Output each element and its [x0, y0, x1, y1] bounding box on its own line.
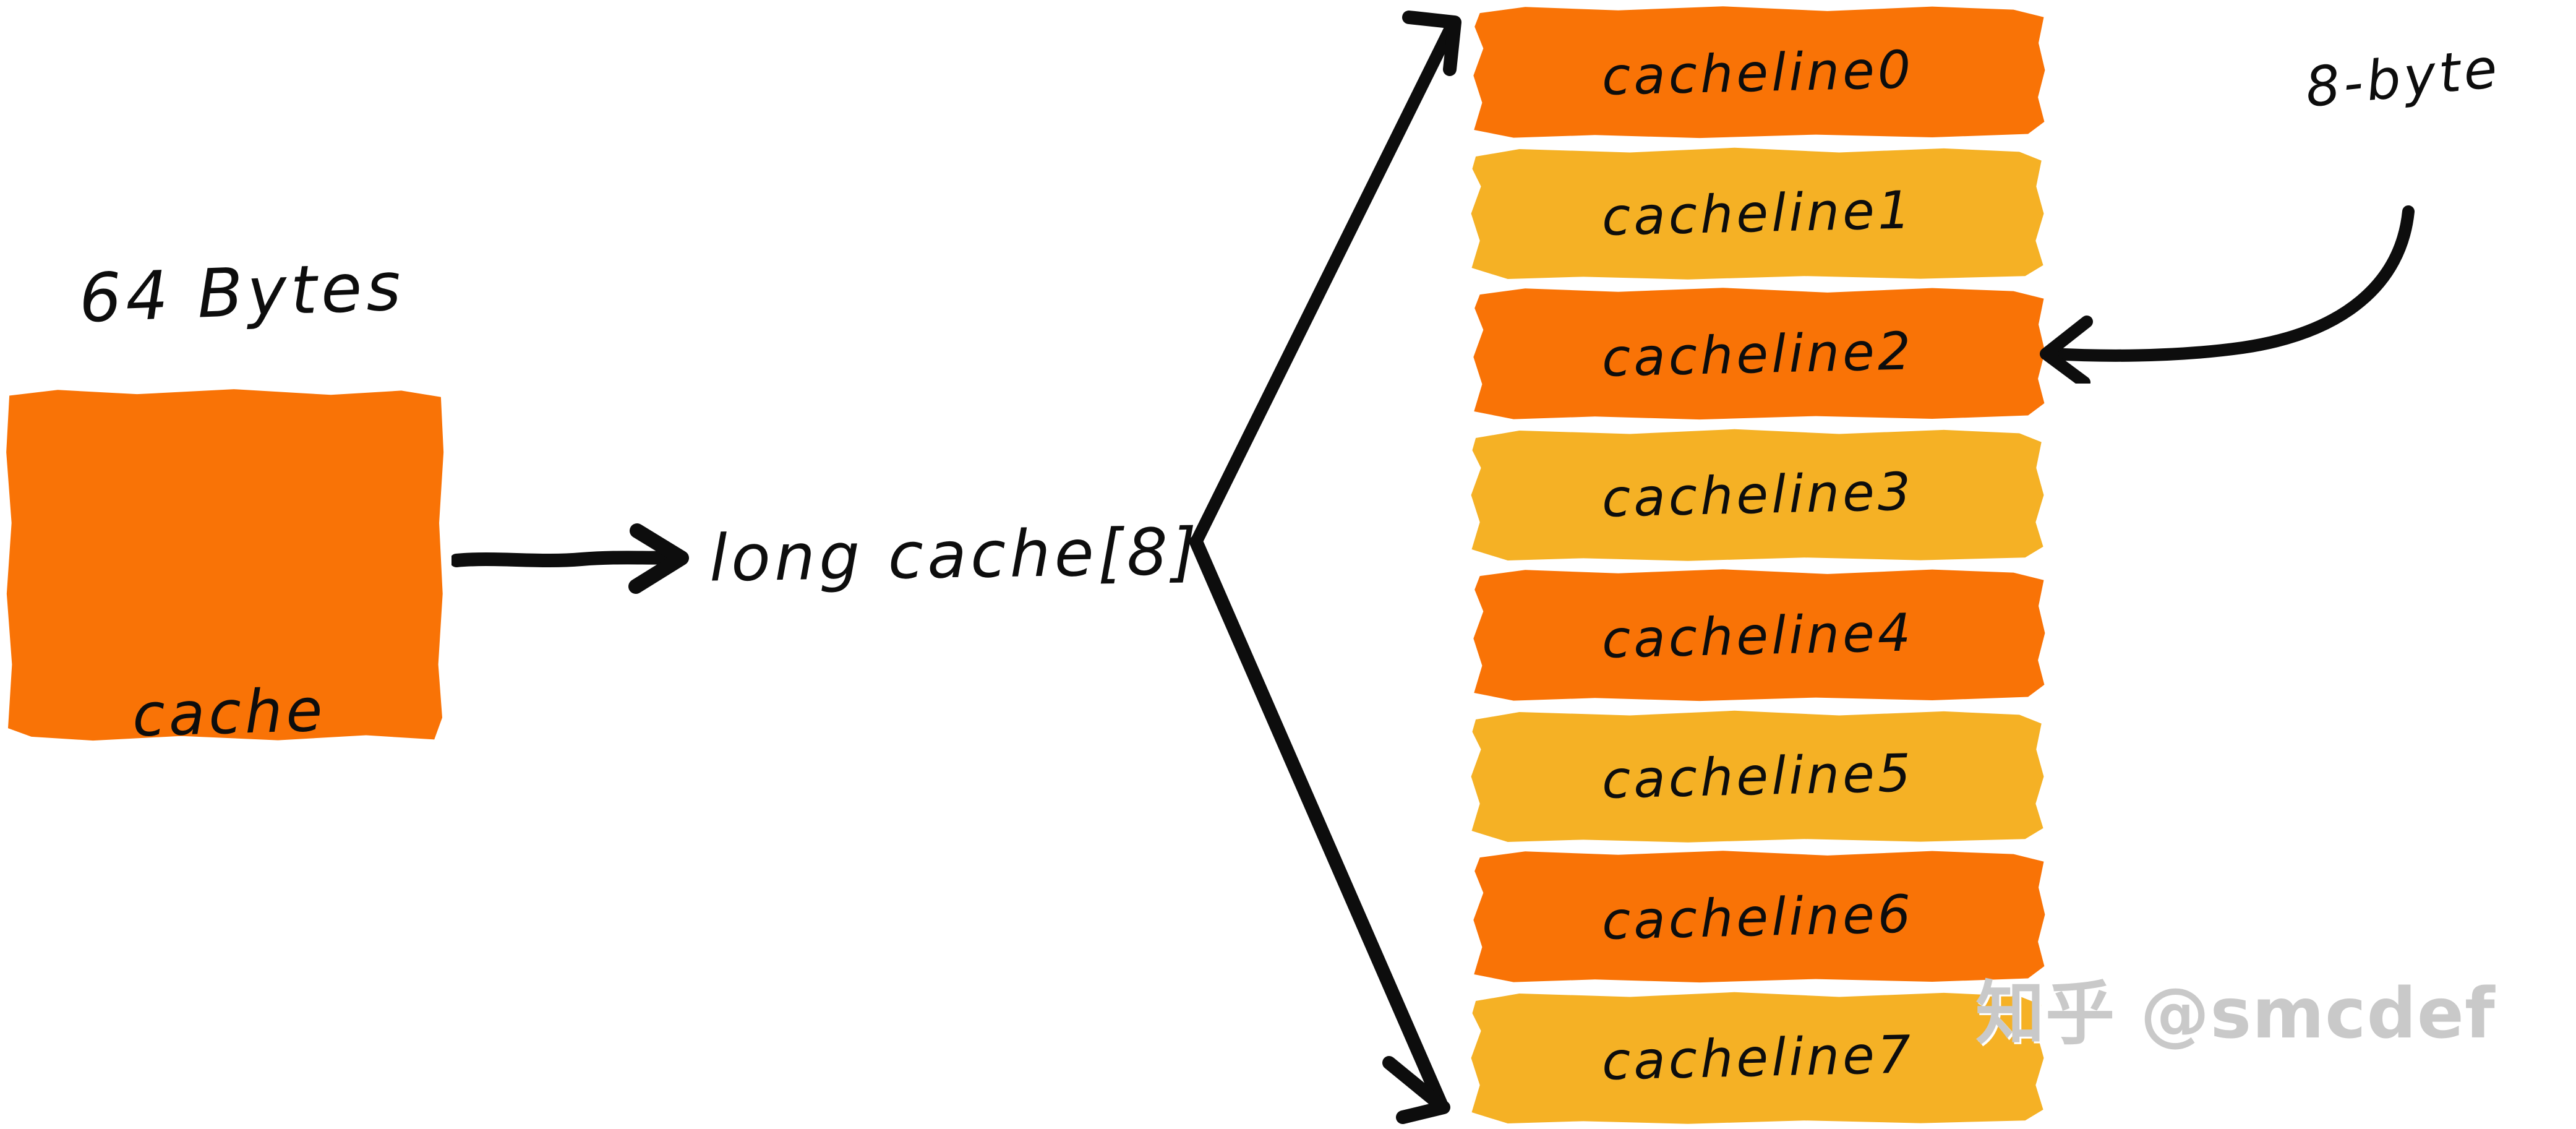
- cacheline-label-4: cacheline4: [1601, 602, 1915, 670]
- arrow-cache-to-array: [450, 513, 711, 600]
- cacheline-band-0: [1473, 6, 2045, 139]
- cacheline-label-0: cacheline0: [1601, 39, 1915, 107]
- cacheline-label-6: cacheline6: [1601, 883, 1915, 951]
- cache-block-label: cache: [131, 675, 327, 750]
- eight-byte-annotation-label: 8-byte: [2302, 35, 2504, 120]
- cacheline-row-1[interactable]: cacheline1: [1467, 146, 2048, 282]
- cacheline-label-1: cacheline1: [1601, 179, 1915, 247]
- cacheline-band-6: [1473, 851, 2045, 983]
- cacheline-row-2[interactable]: cacheline2: [1467, 286, 2048, 423]
- cacheline-label-2: cacheline2: [1601, 320, 1915, 388]
- cacheline-label-5: cacheline5: [1601, 742, 1915, 810]
- cacheline-row-6[interactable]: cacheline6: [1467, 849, 2048, 985]
- cacheline-row-7[interactable]: cacheline7: [1467, 990, 2048, 1127]
- cacheline-label-7: cacheline7: [1601, 1024, 1915, 1092]
- array-declaration-label: long cache[8]: [709, 513, 1201, 596]
- watermark: 知乎 @smcdef: [1975, 974, 2496, 1054]
- cacheline-stack: cacheline0 cacheline1 cacheline2 cacheli…: [1467, 5, 2048, 1126]
- cacheline-row-5[interactable]: cacheline5: [1467, 709, 2048, 845]
- arrow-right-icon: [450, 523, 689, 594]
- branch-arrows: [1175, 0, 1472, 1129]
- eight-byte-annotation-arrow: [2022, 173, 2443, 388]
- cacheline-row-4[interactable]: cacheline4: [1467, 568, 2048, 704]
- cacheline-row-3[interactable]: cacheline3: [1467, 427, 2048, 564]
- branch-arrow-pair-icon: [1189, 11, 1461, 1124]
- cacheline-label-3: cacheline3: [1601, 461, 1915, 529]
- cacheline-band-3: [1471, 429, 2044, 561]
- curved-arrow-left-icon: [2040, 205, 2415, 388]
- cacheline-band-5: [1471, 710, 2044, 843]
- bytes-caption: 64 Bytes: [77, 247, 406, 338]
- cacheline-row-0[interactable]: cacheline0: [1467, 5, 2048, 141]
- cacheline-band-7: [1471, 992, 2044, 1124]
- cacheline-band-1: [1471, 147, 2044, 280]
- cache-block: cache: [5, 388, 445, 750]
- cache-block-fill: [6, 389, 444, 741]
- cacheline-band-4: [1473, 569, 2045, 702]
- cacheline-band-2: [1473, 288, 2045, 420]
